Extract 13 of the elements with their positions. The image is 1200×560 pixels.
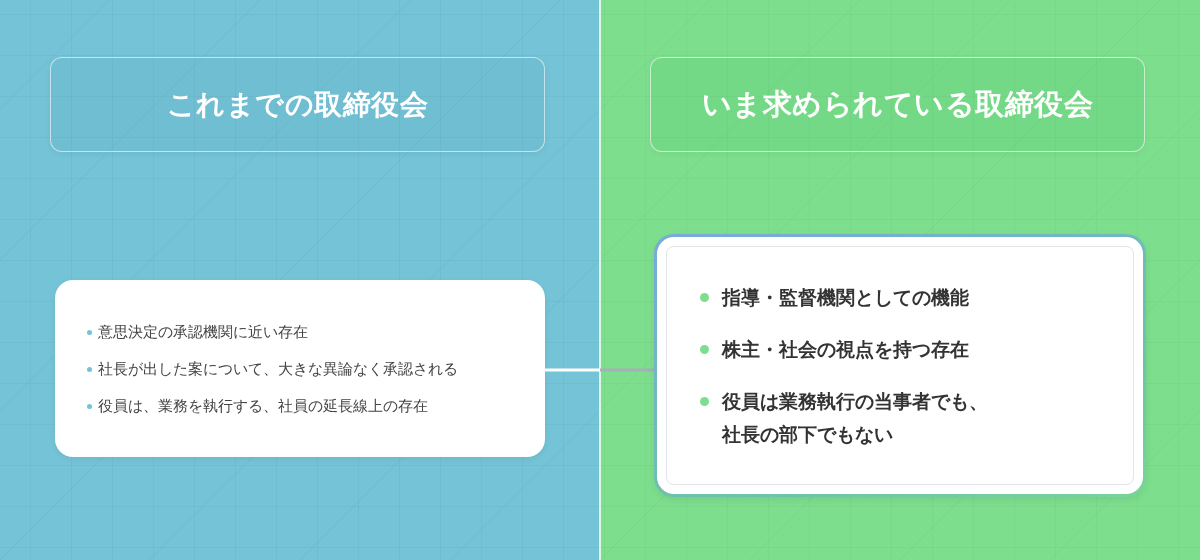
connector-line: [545, 368, 654, 372]
list-item-text: 役員は業務執行の当事者でも、社長の部下でもない: [722, 388, 989, 447]
list-item-text: 役員は、業務を執行する、社員の延長線上の存在: [98, 395, 428, 417]
list-item-text: 株主・社会の視点を持つ存在: [722, 336, 969, 362]
content-card: [654, 234, 1146, 497]
header-banner: [650, 57, 1145, 152]
content-card: [55, 280, 545, 457]
list-item-text: 社長が出した案について、大きな異論なく承認される: [98, 358, 458, 380]
list-item-text: 指導・監督機関としての機能: [722, 284, 969, 310]
header-title: いま求められている取締役会: [701, 85, 1094, 123]
header-title: これまでの取締役会: [166, 86, 429, 123]
list-item-text: 意思決定の承認機関に近い存在: [98, 321, 308, 343]
header-banner: [50, 57, 545, 152]
